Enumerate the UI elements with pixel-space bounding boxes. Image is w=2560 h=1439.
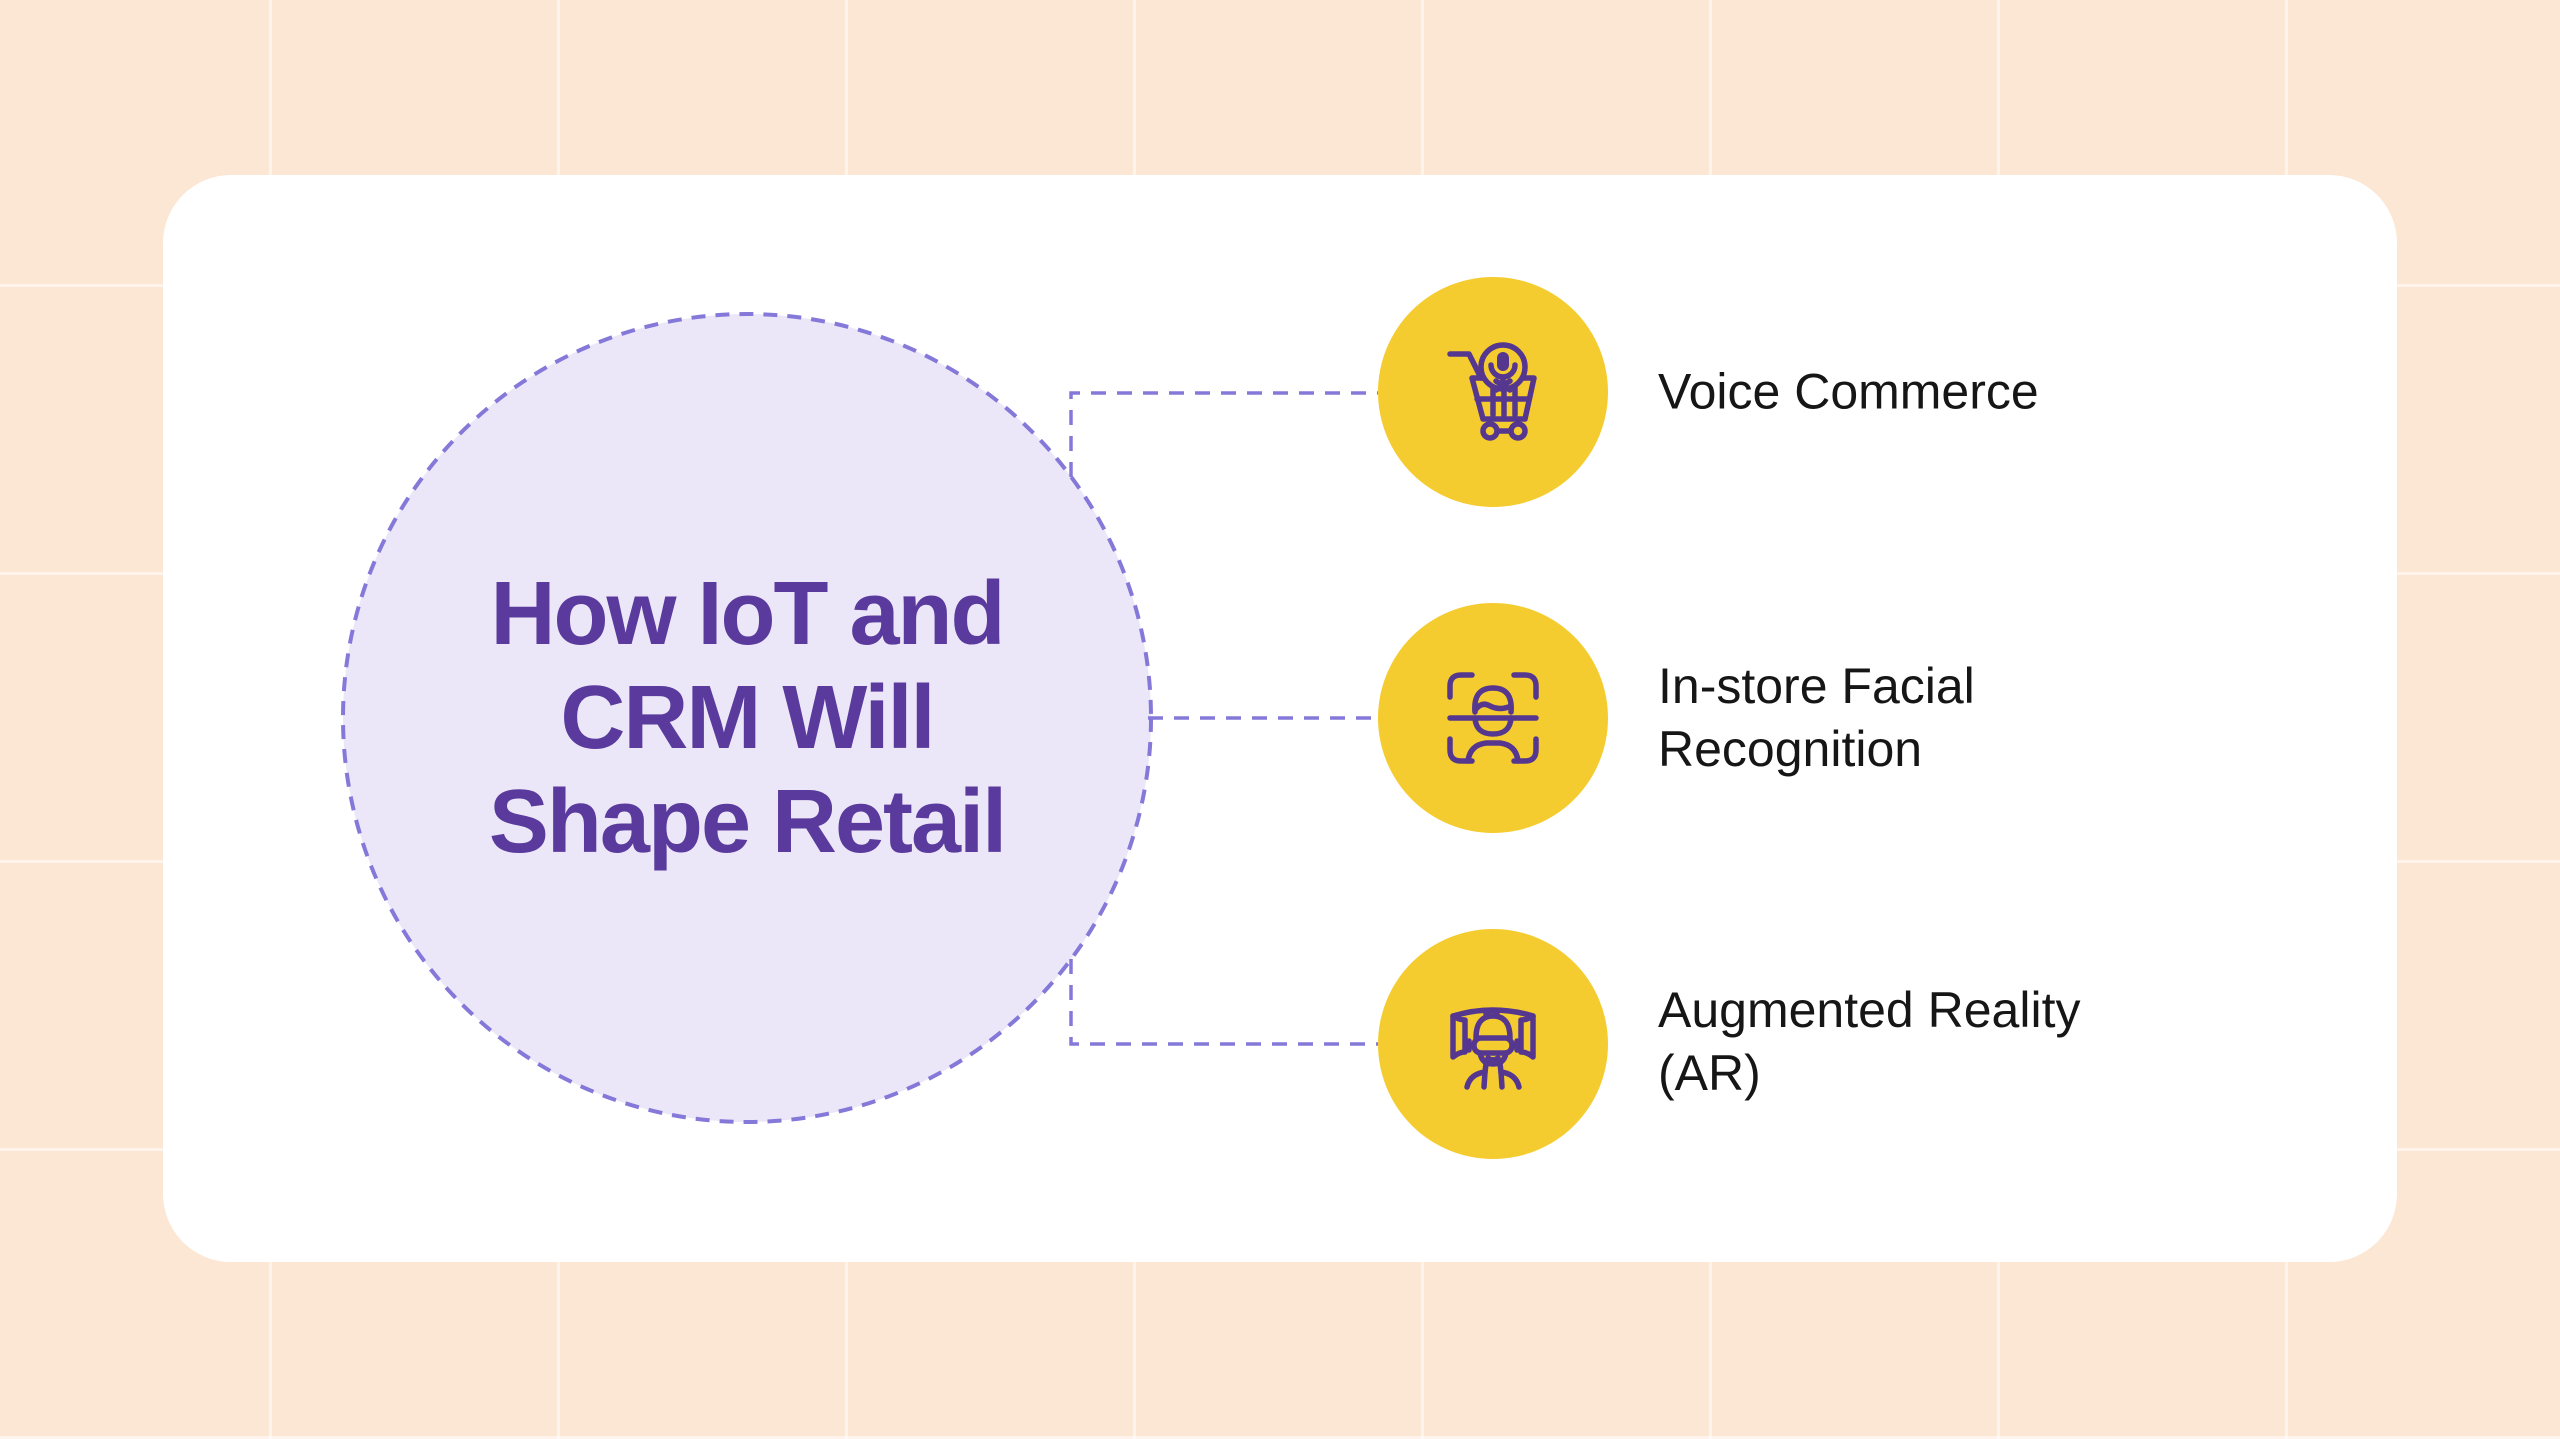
facial-recognition-scan-icon — [1447, 672, 1539, 764]
hub-title-line: How IoT and — [490, 564, 1006, 664]
hub-title-line: CRM Will — [560, 668, 935, 768]
item-label-voice-commerce: Voice Commerce — [1658, 363, 2039, 420]
item-label-augmented-reality: Augmented Reality (AR) — [1658, 982, 2081, 1101]
item-circle-augmented-reality — [1378, 929, 1608, 1159]
grid-line-horizontal — [0, 1436, 2560, 1439]
voice-commerce-cart-mic-icon — [1447, 342, 1537, 441]
item-label-facial-recognition: In-store Facial Recognition — [1658, 658, 1975, 777]
hub-title: How IoT and CRM Will Shape Retail — [387, 562, 1107, 874]
item-circle-voice-commerce — [1378, 277, 1608, 507]
item-circle-facial-recognition — [1378, 603, 1608, 833]
hub-title-line: Shape Retail — [488, 772, 1007, 872]
ar-headset-icon — [1450, 1007, 1536, 1090]
